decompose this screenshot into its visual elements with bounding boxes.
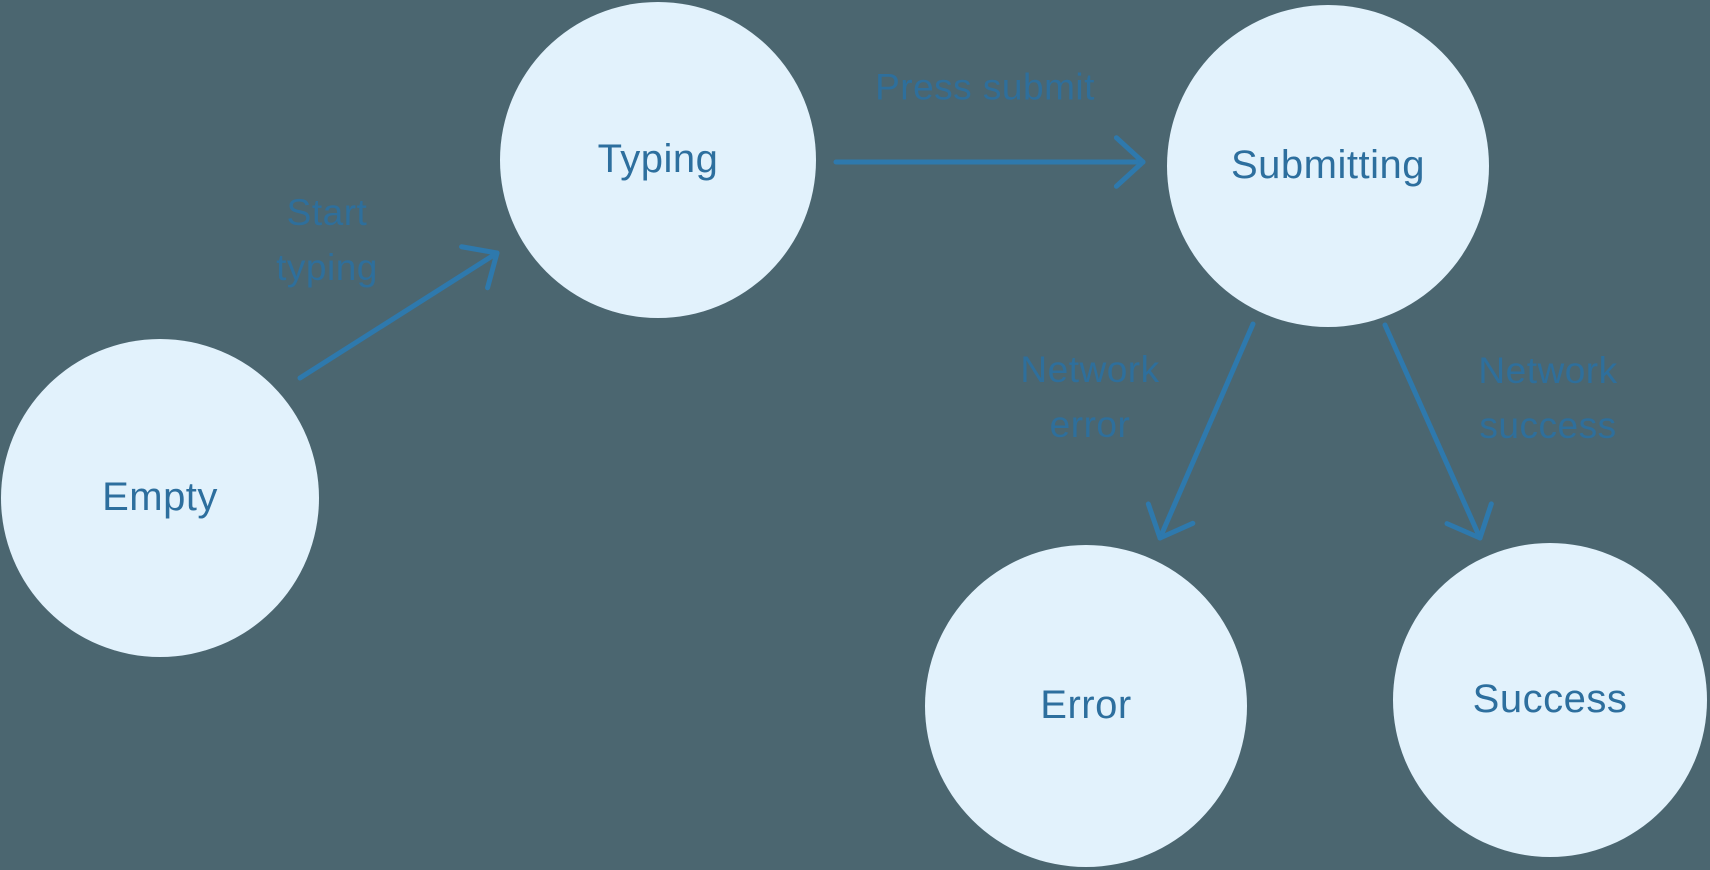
- state-label-submitting: Submitting: [1231, 142, 1425, 187]
- transition-label-press-submit: Press submit: [875, 66, 1095, 108]
- state-node-empty[interactable]: Empty: [1, 339, 319, 657]
- state-node-typing[interactable]: Typing: [500, 2, 816, 318]
- state-node-submitting[interactable]: Submitting: [1167, 5, 1489, 327]
- state-node-success[interactable]: Success: [1393, 543, 1707, 857]
- transition-label-start-typing: Start typing: [276, 192, 378, 288]
- transition-arrow-network-success: [1382, 322, 1494, 541]
- state-label-error: Error: [1040, 682, 1132, 727]
- state-label-success: Success: [1472, 676, 1628, 721]
- state-label-typing: Typing: [597, 136, 719, 181]
- transition-label-network-error: Network error: [1020, 349, 1160, 445]
- transition-arrow-press-submit: [833, 135, 1146, 189]
- state-label-empty: Empty: [102, 474, 218, 519]
- transition-arrow-network-error: [1145, 321, 1256, 541]
- state-node-error[interactable]: Error: [925, 545, 1247, 867]
- transition-label-network-success: Network success: [1478, 350, 1618, 446]
